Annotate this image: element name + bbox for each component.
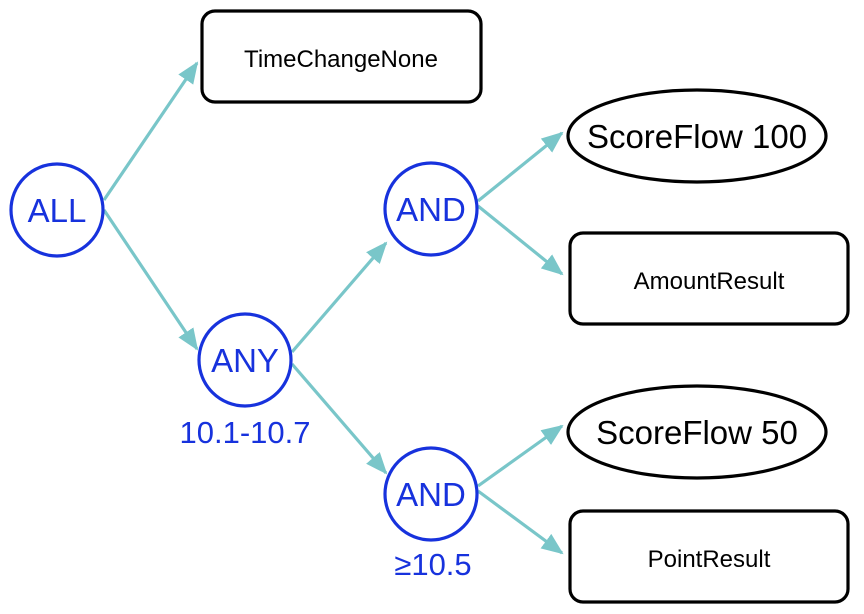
gate-and-bottom: AND	[383, 446, 479, 542]
edge-any-to-and-bottom	[290, 362, 388, 475]
gate-and-bottom-label: AND	[396, 476, 466, 513]
edge-and-top-to-amountresult	[476, 204, 564, 276]
result-pointresult: PointResult	[568, 509, 850, 604]
edge-all-to-timechange	[102, 61, 199, 201]
result-timechangenone: TimeChangeNone	[200, 9, 483, 104]
result-scoreflow100-label: ScoreFlow 100	[587, 118, 807, 155]
edge-and-top-to-scoreflow100	[476, 131, 564, 203]
result-scoreflow50: ScoreFlow 50	[566, 384, 828, 480]
gate-and-top-label: AND	[396, 191, 466, 228]
result-amountresult-label: AmountResult	[634, 268, 785, 295]
edge-all-to-any	[102, 209, 199, 351]
result-pointresult-label: PointResult	[648, 546, 771, 573]
result-scoreflow100: ScoreFlow 100	[566, 88, 828, 184]
gate-any-label: ANY	[211, 342, 279, 379]
and-bottom-condition-label: ≥10.5	[394, 547, 471, 582]
edge-any-to-and-top	[290, 241, 388, 354]
result-timechangenone-label: TimeChangeNone	[244, 46, 438, 73]
gate-all-label: ALL	[28, 192, 87, 229]
gate-and-top: AND	[383, 161, 479, 257]
gate-any: ANY	[197, 312, 293, 408]
gate-all: ALL	[9, 162, 105, 258]
edge-and-bottom-to-pointresult	[477, 489, 564, 555]
result-scoreflow50-label: ScoreFlow 50	[596, 414, 798, 451]
any-condition-label: 10.1-10.7	[180, 415, 311, 450]
result-amountresult: AmountResult	[568, 231, 850, 326]
edge-and-bottom-to-scoreflow50	[477, 424, 564, 488]
